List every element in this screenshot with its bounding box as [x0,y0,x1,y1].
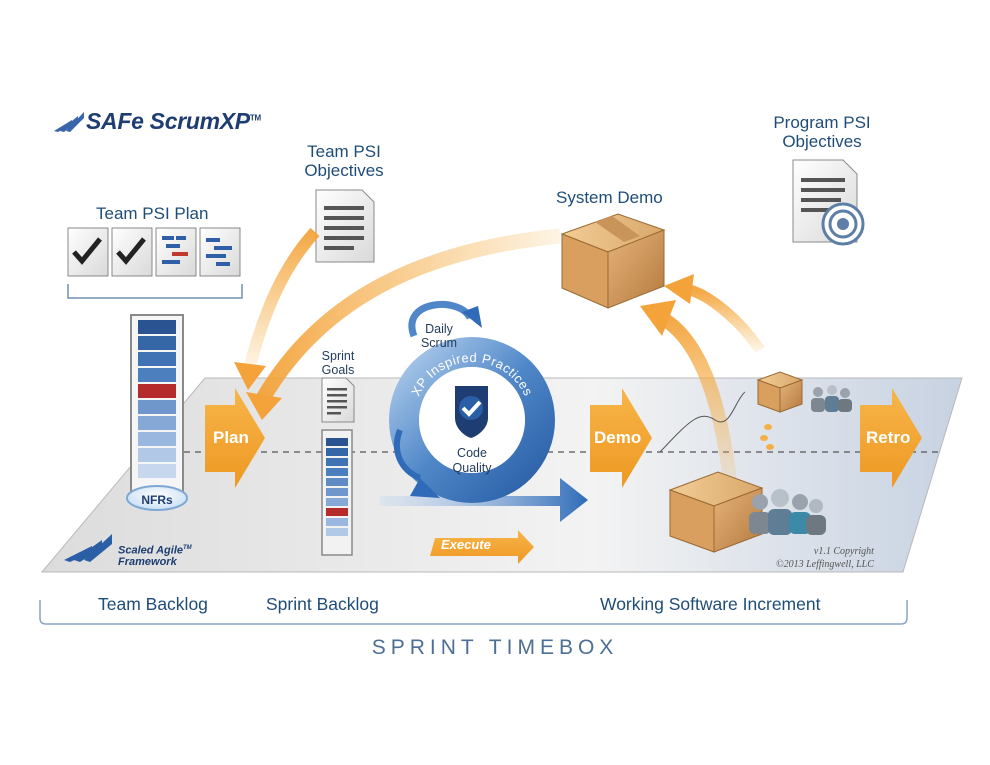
xp-practices-ring-text: XP Inspired Practices [408,350,536,398]
feedback-arrows [234,227,765,481]
scaled-agile-logo-mark [64,534,112,562]
program-psi-objectives-doc [792,159,865,246]
nfrs-label: NFRs [141,493,173,507]
program-psi-objectives-label-2: Objectives [782,132,862,151]
working-increment-label: Working Software Increment [600,594,821,614]
scaled-agile-framework-logo: Scaled AgileTM Framework [118,544,192,568]
small-box [756,371,804,413]
system-demo-box [560,213,666,309]
sprint-goals-label-2: Goals [321,363,355,377]
safe-scrumxp-logo: SAFe ScrumXPTM [86,108,261,134]
code-quality-label-1: Code [457,446,487,460]
retro-label: Retro [866,428,911,447]
code-quality-label-2: Quality [452,461,492,475]
increment-path [659,391,774,453]
xp-cycle [380,300,588,522]
team-psi-objectives-doc [315,189,375,263]
phase-arrows [205,388,922,564]
sprint-goals-doc [321,377,355,423]
system-demo-label: System Demo [556,188,663,207]
plan-label: Plan [213,428,249,447]
team-psi-plan-docs [67,227,243,299]
sprint-goals-label-1: Sprint [321,349,355,363]
sprint-backlog-label: Sprint Backlog [266,594,379,614]
execute-label: Execute [441,537,491,552]
svg-text:XP Inspired Practices: XP Inspired Practices [408,350,536,398]
daily-scrum-label-2: Scrum [420,336,458,350]
increment-box [668,471,764,553]
team-psi-objectives-label-2: Objectives [304,161,384,180]
demo-label: Demo [594,428,642,447]
copyright: v1.1 Copyright ©2013 Leffingwell, LLC [776,546,874,570]
team-psi-plan-label: Team PSI Plan [96,204,209,223]
team-backlog-label: Team Backlog [98,594,208,614]
daily-scrum-label-1: Daily [425,322,453,336]
sprint-backlog-stack [321,429,353,556]
safe-logo-mark [54,112,84,132]
sprint-timebox-bracket [39,600,908,625]
program-psi-objectives-label-1: Program PSI [773,113,871,132]
stakeholders-icon [749,385,852,535]
xp-practices-label: XP Inspired Practices [408,350,536,398]
team-backlog-stack [126,314,188,511]
sprint-timebox-label: SPRINT TIMEBOX [371,636,619,659]
team-psi-objectives-label-1: Team PSI [307,142,381,161]
